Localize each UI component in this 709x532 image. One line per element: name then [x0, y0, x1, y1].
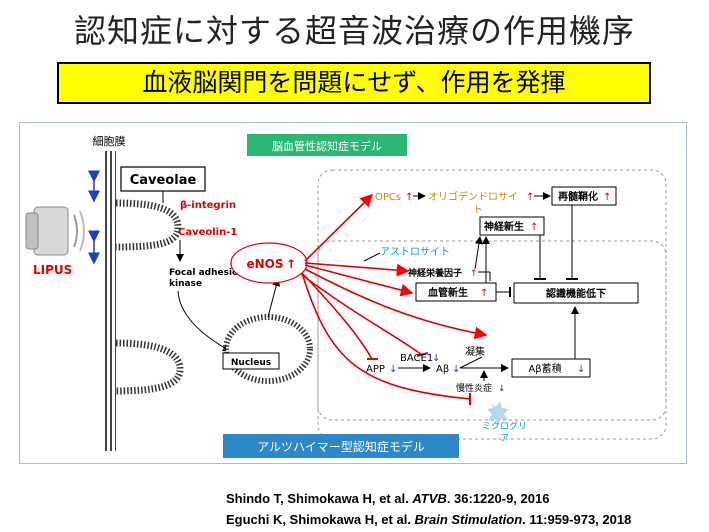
enos-label: eNOS: [246, 257, 283, 271]
opcs-label: OPCs: [375, 192, 401, 203]
inflammation-label: 慢性炎症: [456, 382, 492, 394]
svg-text:↑: ↑: [286, 257, 296, 271]
vascular-model-label: 脳血管性認知症モデル: [272, 139, 382, 153]
svg-text:↓: ↓: [452, 364, 460, 375]
nucleus-membrane: [223, 314, 313, 384]
app-label: APP: [366, 364, 385, 375]
microglia-icon: [487, 401, 509, 425]
mechanism-diagram: 脳血管性認知症モデル アルツハイマー型認知症モデル 細胞膜 Caveolae L…: [19, 122, 687, 464]
svg-text:↑: ↑: [480, 288, 488, 299]
neurotrophic-label: 神経栄養因子: [408, 267, 462, 279]
alz-region: [317, 240, 667, 440]
abeta-deposit-label: Aβ蓄積: [528, 362, 561, 375]
caveola-1: [115, 199, 182, 251]
vascular-model-box: [247, 134, 407, 156]
vascular-region: [317, 169, 667, 421]
beta-integrin-label: β-integrin: [180, 200, 236, 211]
citation-2: Eguchi K, Shimokawa H, et al. Brain Stim…: [226, 512, 632, 527]
alz-model-label: アルツハイマー型認知症モデル: [257, 439, 425, 454]
svg-text:↑: ↑: [405, 192, 413, 203]
focal-adhesion-label: Focal adhesion: [169, 268, 245, 278]
svg-text:ア: ア: [500, 434, 509, 444]
alz-model-box: [223, 434, 459, 458]
svg-text:↑: ↑: [526, 192, 534, 203]
cognitive-box: [513, 282, 639, 304]
microglia-label: ミクログリ: [482, 420, 527, 432]
svg-text:↑: ↑: [603, 192, 611, 203]
svg-text:↑: ↑: [530, 222, 538, 233]
astrocyte-label: アストロサイト: [380, 246, 450, 258]
angiogenesis-label: 血管新生: [428, 286, 468, 299]
membrane-label: 細胞膜: [93, 135, 126, 148]
nucleus-label: Nucleus: [231, 358, 271, 368]
lipus-label: LIPUS: [33, 263, 72, 277]
kinase-label: kinase: [169, 279, 202, 289]
remyelination-label: 再髄鞘化: [558, 190, 598, 203]
svg-text:↓: ↓: [498, 384, 506, 394]
aggregation-label: 凝集: [465, 345, 485, 358]
mechanism-svg: 脳血管性認知症モデル アルツハイマー型認知症モデル 細胞膜 Caveolae L…: [25, 134, 667, 458]
svg-text:↓: ↓: [432, 353, 440, 364]
caveolae-label: Caveolae: [130, 173, 197, 188]
citation-1: Shindo T, Shimokawa H, et al. ATVB. 36:1…: [226, 491, 550, 506]
svg-text:↑: ↑: [470, 269, 478, 279]
ultrasound-probe: [25, 206, 85, 256]
bace1-label: BACE1: [400, 353, 433, 364]
svg-text:ト: ト: [473, 205, 483, 216]
caveolin-label: Caveolin-1: [178, 227, 237, 238]
remyelination-box: [551, 186, 617, 206]
svg-text:↓: ↓: [389, 364, 397, 375]
page-title: 認知症に対する超音波治療の作用機序: [73, 12, 635, 50]
svg-text:↓: ↓: [577, 364, 585, 375]
caveolae-box: [120, 166, 206, 192]
cell-membrane: [104, 151, 116, 451]
nucleus-box: [222, 352, 280, 370]
abeta-label: Aβ: [436, 364, 449, 375]
neurogenesis-label: 神経新生: [484, 220, 524, 233]
neurogenesis-box: [479, 216, 545, 236]
caveola-2: [115, 339, 184, 395]
cognitive-label: 認識機能低下: [546, 287, 606, 300]
abeta-deposit-box: [511, 358, 591, 378]
headline-banner: 血液脳関門を問題にせず、作用を発揮: [57, 62, 651, 104]
oligodendrocyte-label: オリゴデンドロサイ: [428, 190, 518, 203]
